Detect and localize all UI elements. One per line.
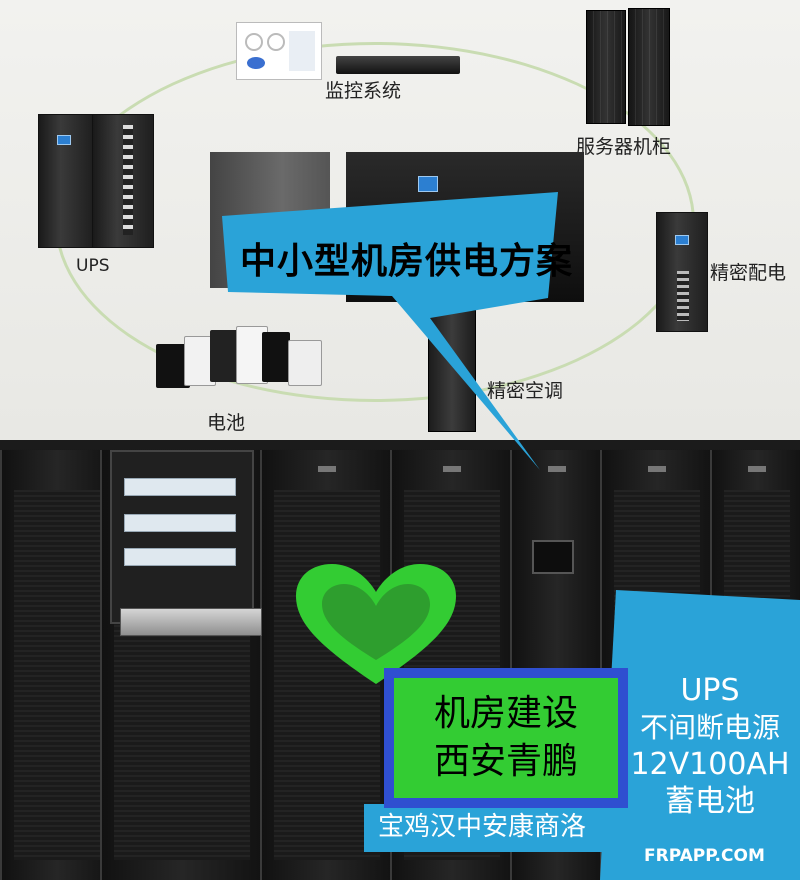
- product-line-3: 12V100AH: [630, 747, 790, 782]
- heart-icon: [296, 564, 456, 684]
- monitoring-device: [336, 56, 460, 74]
- city-banner: [364, 804, 654, 852]
- product-text: UPS 不间断电源 12V100AH 蓄电池: [620, 672, 800, 820]
- ac-label: 精密空调: [487, 380, 564, 402]
- server-cabinet-left: [586, 10, 626, 124]
- battery-group: [156, 322, 326, 392]
- company-line-2: 西安青鹏: [433, 741, 578, 782]
- ups-label: UPS: [76, 256, 110, 276]
- product-line-2: 不间断电源: [639, 711, 780, 744]
- network-switch: [120, 608, 262, 636]
- monitor-label: 监控系统: [325, 80, 402, 102]
- pdu-label: 精密配电: [710, 262, 787, 284]
- open-distribution-panel: [110, 450, 254, 624]
- monitoring-screen: [236, 22, 322, 80]
- rack-display: [532, 540, 574, 574]
- rack-1: [0, 450, 114, 880]
- watermark: FRPAPP.COM: [644, 846, 765, 866]
- battery-label: 电池: [207, 412, 246, 434]
- server-label: 服务器机柜: [576, 136, 672, 158]
- ups-cabinet-right: [92, 114, 154, 248]
- service-cities: 宝鸡汉中安康商洛: [378, 812, 587, 842]
- company-line-1: 机房建设: [433, 693, 578, 734]
- server-cabinet-right: [628, 8, 670, 126]
- company-box: 机房建设 西安青鹏: [384, 668, 628, 808]
- ups-cabinet-left: [38, 114, 94, 248]
- product-line-1: UPS: [680, 673, 740, 708]
- product-line-4: 蓄电池: [665, 784, 755, 819]
- pdu-cabinet: [656, 212, 708, 332]
- callout-title: 中小型机房供电方案: [240, 241, 574, 282]
